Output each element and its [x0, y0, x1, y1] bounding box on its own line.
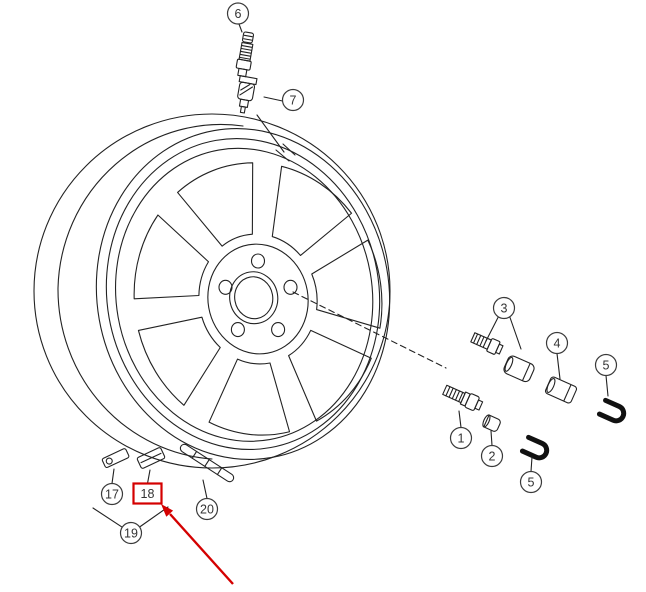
- leader-6: [238, 23, 243, 33]
- leader-4: [556, 352, 561, 380]
- callout-7[interactable]: 7: [281, 88, 305, 112]
- leader-1: [458, 410, 462, 429]
- callout-5-right[interactable]: 5: [594, 353, 618, 377]
- wheel-drawing: [33, 113, 391, 469]
- clip-part-5b: [596, 397, 627, 424]
- highlight-box: [132, 482, 163, 505]
- callout-19-label: 19: [124, 526, 138, 540]
- cap-part-2: [482, 414, 501, 432]
- callout-5-lower[interactable]: 5: [519, 470, 543, 494]
- leader-lines: [92, 23, 609, 528]
- callout-1-label: 1: [458, 431, 465, 445]
- highlight-annotation: 18: [132, 482, 234, 585]
- leader-7: [263, 96, 284, 102]
- callout-6[interactable]: 6: [226, 2, 250, 25]
- callout-1[interactable]: 1: [449, 426, 473, 450]
- callout-4-label: 4: [554, 336, 561, 350]
- wheel-hub: [207, 243, 309, 355]
- lock-bolt-set-part-3: [470, 332, 535, 383]
- leader-17: [111, 468, 115, 485]
- wheel-bolt-holes: [218, 253, 298, 338]
- wheel-rim-face: [95, 128, 391, 460]
- highlight-arrow-line: [169, 513, 234, 585]
- callout-19[interactable]: 19: [119, 521, 143, 545]
- weight-clip-part-17: [101, 448, 130, 469]
- socket-part-4: [544, 376, 578, 404]
- leader-20: [202, 479, 208, 500]
- leader-5b: [605, 374, 609, 397]
- leader-valve-to-rim: [256, 114, 285, 153]
- valve-notch: [275, 143, 296, 162]
- callout-20[interactable]: 20: [195, 497, 219, 521]
- valve-sensor-part-7: [237, 75, 258, 114]
- callout-2-label: 2: [489, 449, 496, 463]
- callout-18-label: 18: [141, 487, 155, 501]
- valve-stem-part-6: [235, 31, 255, 78]
- leader-18: [146, 469, 151, 485]
- callout-5-lower-label: 5: [528, 475, 535, 489]
- callout-17[interactable]: 17: [100, 482, 124, 506]
- weight-strip-part-20: [179, 443, 235, 483]
- highlight-arrow-head: [161, 504, 174, 517]
- clip-part-5a: [519, 434, 550, 461]
- callout-5-right-label: 5: [603, 358, 610, 372]
- weight-part-18: [136, 447, 166, 469]
- callout-4[interactable]: 4: [545, 331, 569, 355]
- leader-5a: [530, 456, 533, 473]
- wheel-barrel-contour: [57, 123, 244, 460]
- callout-2[interactable]: 2: [480, 444, 504, 468]
- callout-20-label: 20: [200, 502, 214, 516]
- callout-6-label: 6: [235, 7, 242, 21]
- callouts: 6 7 3 4 5 1 2 5 17 19 20: [100, 2, 618, 545]
- leader-3: [485, 316, 522, 350]
- wheel-bolt-part-1: [442, 384, 484, 411]
- bolt-parts-group: [442, 332, 627, 461]
- leader-2: [490, 430, 493, 447]
- callout-3-label: 3: [501, 301, 508, 315]
- wheel-outer-silhouette: [33, 113, 391, 469]
- callout-7-label: 7: [290, 93, 297, 107]
- leader-19: [92, 506, 169, 528]
- callout-17-label: 17: [105, 487, 119, 501]
- callout-18[interactable]: 18: [132, 482, 163, 505]
- valve-parts: [235, 31, 258, 114]
- weight-parts-group: [101, 443, 235, 483]
- callout-3[interactable]: 3: [492, 296, 516, 320]
- wheel-spokes: [133, 162, 383, 436]
- assembly-axis-dashed-line: [292, 291, 447, 369]
